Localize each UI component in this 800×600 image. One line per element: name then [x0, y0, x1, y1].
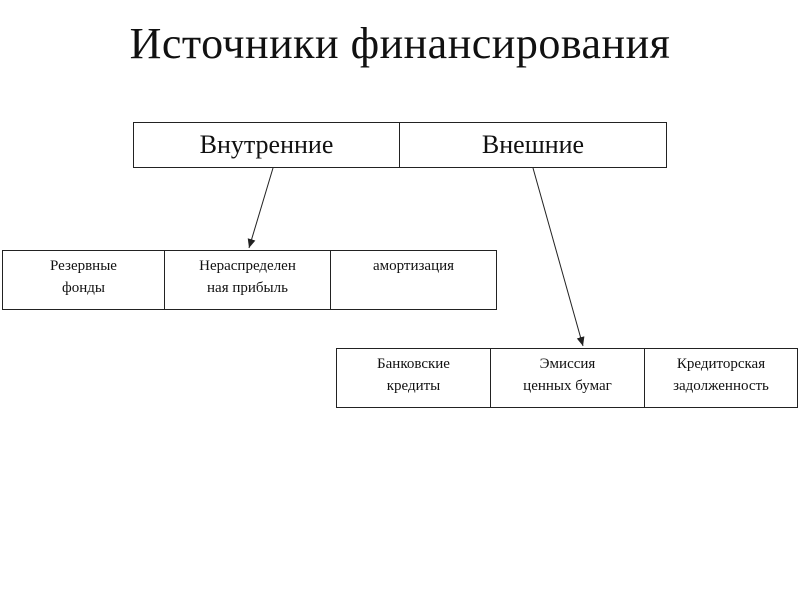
source-line: амортизация: [372, 258, 455, 274]
arrow-external: [532, 167, 585, 347]
source-line: кредиты: [386, 378, 441, 394]
category-table: Внутренние Внешние: [133, 122, 667, 168]
source-line: Резервные: [50, 258, 117, 274]
internal-source-depreciation: амортизация: [330, 250, 497, 310]
category-internal: Внутренние: [133, 122, 400, 168]
internal-sources-table: Резервные фонды Нераспределен ная прибыл…: [2, 250, 497, 310]
source-line: ная прибыль: [207, 280, 288, 296]
arrow-internal: [247, 167, 274, 249]
external-source-payables: Кредиторская задолженность: [644, 348, 798, 408]
external-source-securities: Эмиссия ценных бумаг: [490, 348, 645, 408]
source-line: задолженность: [673, 378, 769, 394]
source-line: ценных бумаг: [523, 378, 612, 394]
source-line: фонды: [62, 280, 105, 296]
internal-source-retained-earnings: Нераспределен ная прибыль: [164, 250, 331, 310]
source-line: Банковские: [377, 356, 450, 372]
source-line: Эмиссия: [539, 356, 596, 372]
page-title: Источники финансирования: [129, 19, 671, 68]
source-line: Нераспределен: [199, 258, 296, 274]
internal-source-reserve-funds: Резервные фонды: [2, 250, 165, 310]
source-line: Кредиторская: [676, 356, 766, 372]
category-external: Внешние: [399, 122, 667, 168]
external-sources-table: Банковские кредиты Эмиссия ценных бумаг …: [336, 348, 798, 408]
external-source-bank-loans: Банковские кредиты: [336, 348, 491, 408]
